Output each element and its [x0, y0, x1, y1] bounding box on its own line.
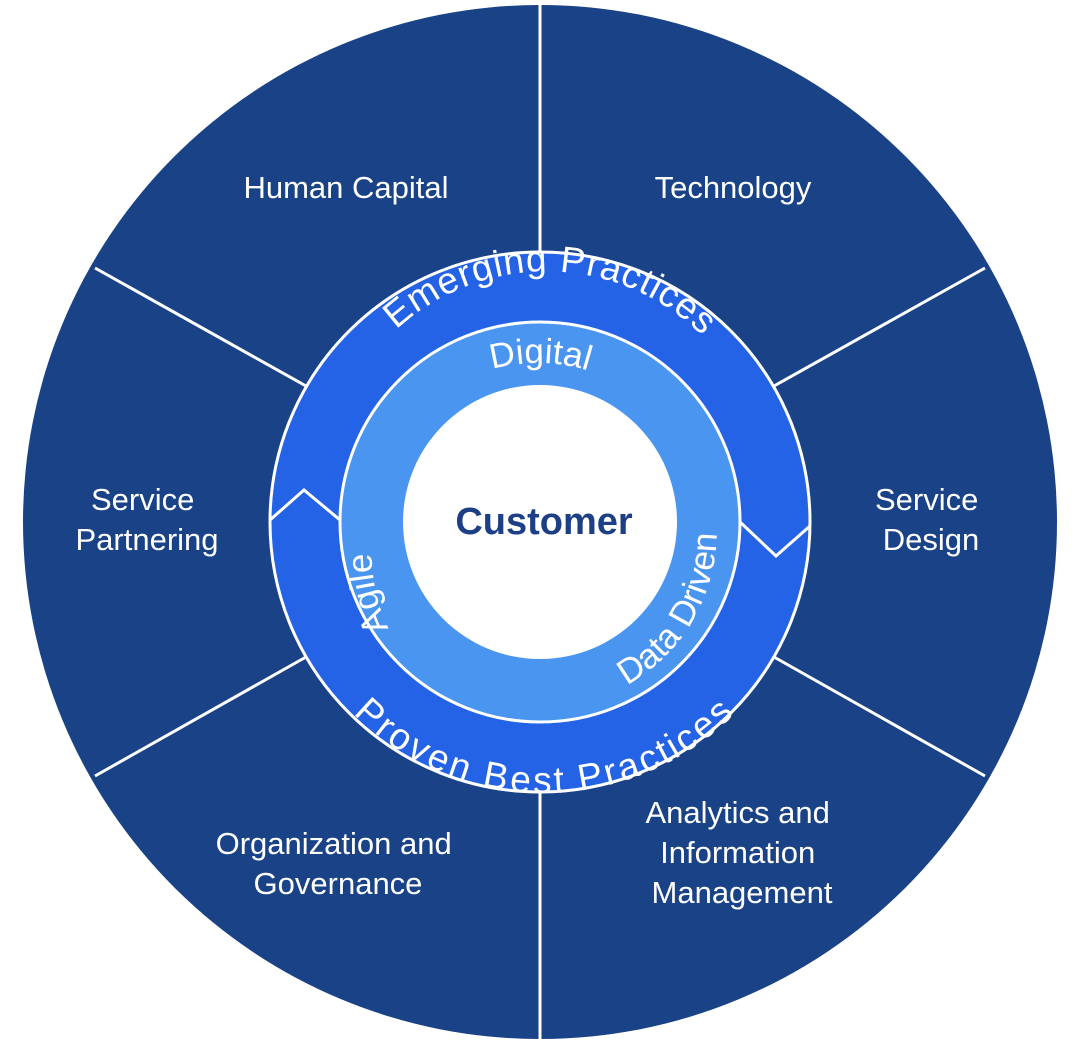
segment-dividers — [94, 5, 986, 1040]
inner-digital: Digital — [486, 332, 597, 378]
center-customer: Customer — [455, 501, 633, 543]
center-circle — [403, 385, 677, 659]
segment-analytics: Analytics and Information Management — [645, 795, 838, 910]
practices-divider — [269, 488, 341, 522]
practices-divider-right — [738, 520, 811, 559]
segment-service-partnering: Service Partnering — [75, 482, 218, 557]
segment-technology: Technology — [655, 170, 812, 205]
segment-organization: Organization and Governance — [216, 826, 461, 901]
segment-service-design: Service Design — [875, 482, 987, 557]
segment-human-capital: Human Capital — [243, 170, 448, 205]
